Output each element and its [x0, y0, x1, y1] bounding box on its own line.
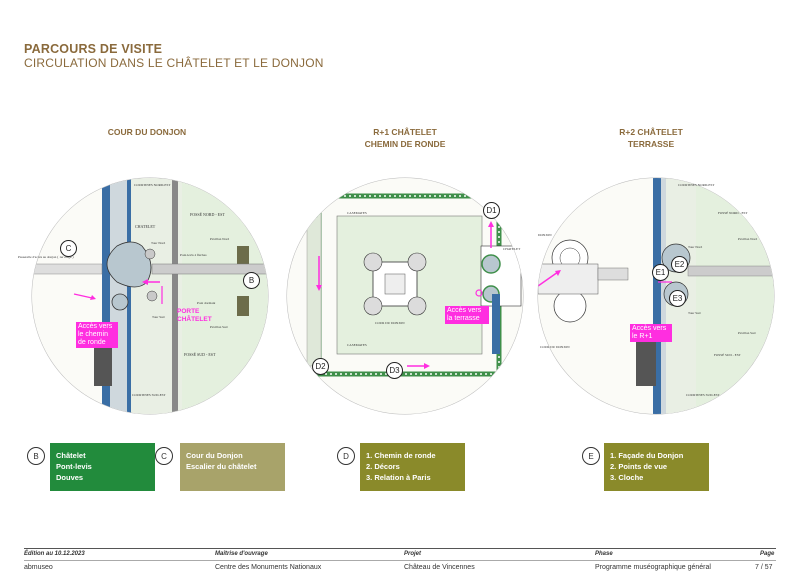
- legend-item: Châtelet: [56, 451, 86, 460]
- footer-phase-label: Phase: [595, 551, 613, 557]
- floor-plan-drawing: COURTINES NORD-EST FOSSÉ NORD - EST CHAT…: [18, 177, 269, 415]
- label-cour-du-donjon: COUR DU DONJON: [375, 321, 405, 325]
- footer-phase-value: Programme muséographique général: [595, 564, 711, 571]
- label-tour-sud: Tour Sud: [688, 311, 701, 315]
- label-pont-levis: Pont-levis à fléches: [180, 253, 207, 257]
- plan-title-r1-chatelet: R+1 CHÂTELET CHEMIN DE RONDE: [318, 126, 492, 150]
- label-porte-chatelet: PORTE CHÂTELET: [177, 308, 212, 323]
- label-pavillon-nord: Pavillon Nord: [210, 237, 229, 241]
- label-chatelet: CHATELET: [503, 247, 521, 251]
- label-tour-sud: Tour Sud: [152, 315, 165, 319]
- label-pavillon-sud: Pavillon Sud: [738, 331, 756, 335]
- marker-d3: D3: [386, 362, 403, 379]
- legend-box-c: Cour du Donjon Escalier du châtelet: [180, 443, 285, 491]
- access-box-chemin-de-ronde: Accès vers le chemin de ronde: [76, 322, 118, 348]
- footer-page-value: 7 / 57: [755, 564, 773, 571]
- plan-title-line: TERRASSE: [627, 139, 675, 149]
- plan-title-line: COUR DU DONJON: [107, 127, 187, 137]
- label-courtines-nord-est: COURTINES NORD-EST: [678, 183, 715, 187]
- legend-item: Escalier du châtelet: [186, 462, 257, 471]
- footer-owner-value: Centre des Monuments Nationaux: [215, 564, 322, 571]
- legend-item: 3. Relation à Paris: [366, 473, 431, 482]
- label-tour-nord: Tour Nord: [151, 241, 165, 245]
- label-fosse-sud-est: FOSSÉ SUD - EST: [184, 352, 216, 357]
- label-courtines-sud-est: COURTINES SUD-EST: [132, 393, 167, 397]
- floor-plan-r1-chatelet: CASEMATES CASEMATES COUR DU DONJON CHATE…: [267, 176, 541, 416]
- access-box-r1: Accès vers le R+1: [630, 324, 672, 342]
- label-fosse-nord-est: FOSSÉ NORD - EST: [718, 210, 748, 215]
- label-casemates-bottom: CASEMATES: [347, 343, 367, 347]
- legend-item: 2. Décors: [366, 462, 400, 471]
- footer-divider: [24, 548, 776, 549]
- label-pavillon-sud: Pavillon Sud: [210, 325, 228, 329]
- legend-item: 1. Façade du Donjon: [610, 451, 684, 460]
- footer-owner-label: Maîtrise d'ouvrage: [215, 551, 268, 557]
- legend-box-b: Châtelet Pont-levis Douves: [50, 443, 155, 491]
- footer-edition-value: abmuseo: [24, 564, 53, 571]
- legend-letter-c: C: [155, 447, 173, 465]
- page-subtitle: CIRCULATION DANS LE CHÂTELET ET LE DONJO…: [24, 56, 324, 70]
- marker-d2: D2: [312, 358, 329, 375]
- label-chatelet: CHATELET: [135, 224, 156, 229]
- legend-item: 3. Cloche: [610, 473, 644, 482]
- marker-c: C: [60, 240, 77, 257]
- marker-e3: E3: [669, 290, 686, 307]
- plan-title-line: R+1 CHÂTELET: [373, 127, 437, 137]
- access-box-terrasse: Accès vers la terrasse: [445, 306, 489, 324]
- legend-item: Cour du Donjon: [186, 451, 243, 460]
- plan-title-line: R+2 CHÂTELET: [619, 127, 683, 137]
- plan-title-line: CHEMIN DE RONDE: [364, 139, 446, 149]
- page-title: PARCOURS DE VISITE: [24, 42, 163, 56]
- legend-box-d: 1. Chemin de ronde 2. Décors 3. Relation…: [360, 443, 465, 491]
- label-casemates-top: CASEMATES: [347, 211, 367, 215]
- marker-e1: E1: [652, 264, 669, 281]
- legend-item: 1. Chemin de ronde: [366, 451, 436, 460]
- legend-item: Pont-levis: [56, 462, 92, 471]
- label-courtines-sud-est: COURTINES SUD-EST: [686, 393, 721, 397]
- footer-edition-label: Édition au 10.12.2023: [24, 551, 85, 557]
- label-fosse-sud-est: FOSSÉ SUD - EST: [714, 352, 742, 357]
- legend-letter-d: D: [337, 447, 355, 465]
- label-donjon-top: DONJON: [538, 233, 552, 237]
- legend-item: 2. Points de vue: [610, 462, 668, 471]
- label-cour-du-donjon: COUR DU DONJON: [540, 345, 570, 349]
- floor-plan-cour-du-donjon: COURTINES NORD-EST FOSSÉ NORD - EST CHAT…: [12, 176, 286, 416]
- legend-letter-b: B: [27, 447, 45, 465]
- footer-project-label: Projet: [404, 551, 422, 557]
- marker-d1: D1: [483, 202, 500, 219]
- marker-b: B: [243, 272, 260, 289]
- legend-box-e: 1. Façade du Donjon 2. Points de vue 3. …: [604, 443, 709, 491]
- label-tour-nord: Tour Nord: [688, 245, 702, 249]
- label-pavillon-nord: Pavillon Nord: [738, 237, 757, 241]
- plan-title-cour-du-donjon: COUR DU DONJON: [60, 126, 234, 138]
- floor-plan-r2-chatelet: DONJON COUR DU DONJON COURTINES NORD-EST…: [518, 176, 792, 416]
- footer-page-label: Page: [760, 551, 775, 557]
- label-pont-dormant: Pont dormant: [197, 301, 215, 305]
- floor-plan-drawing: CASEMATES CASEMATES COUR DU DONJON CHATE…: [286, 177, 524, 415]
- label-courtines-nord-est: COURTINES NORD-EST: [134, 183, 171, 187]
- footer-divider: [24, 560, 776, 561]
- legend-letter-e: E: [582, 447, 600, 465]
- label-fosse-nord-est: FOSSÉ NORD - EST: [190, 212, 225, 217]
- label-passerelle: Passerelle d'accès au donjon ( 1er étage…: [18, 255, 74, 259]
- legend-item: Douves: [56, 473, 84, 482]
- footer-project-value: Château de Vincennes: [404, 564, 475, 571]
- floor-plan-drawing: DONJON COUR DU DONJON COURTINES NORD-EST…: [537, 177, 775, 415]
- marker-e2: E2: [671, 256, 688, 273]
- plan-title-r2-chatelet: R+2 CHÂTELET TERRASSE: [564, 126, 738, 150]
